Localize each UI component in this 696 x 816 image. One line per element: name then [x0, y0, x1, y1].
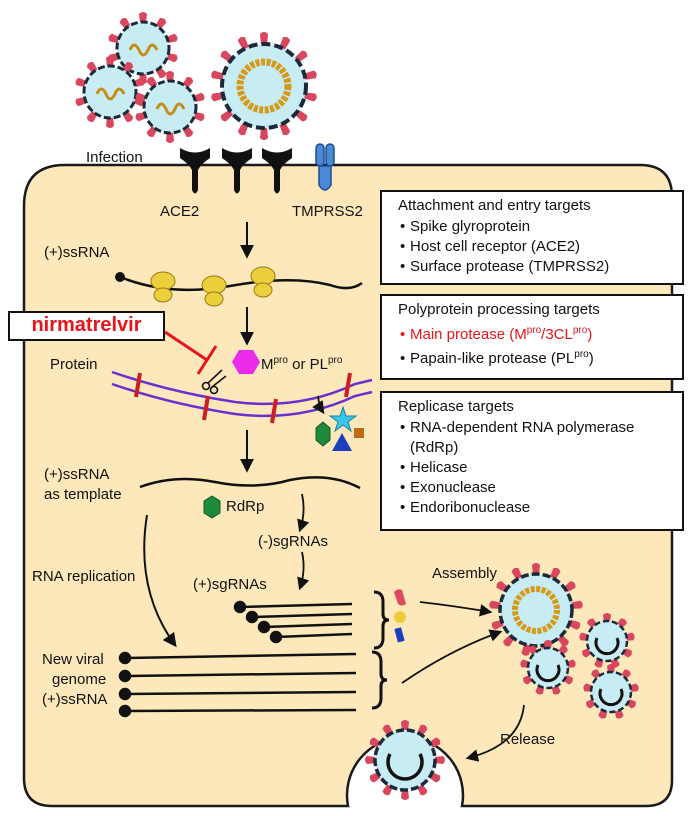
ribosome-2: [201, 275, 227, 307]
attachment-item: Host cell receptor (ACE2): [398, 237, 672, 257]
rdrp-label: RdRp: [226, 498, 264, 515]
ribosome-1: [150, 271, 176, 303]
protein-label: Protein: [50, 356, 98, 373]
new-genome-lines: [118, 651, 357, 718]
ssrna-top-label: (+)ssRNA: [44, 244, 109, 261]
nirmatrelvir-label: nirmatrelvir: [8, 311, 165, 341]
budding-virion-2: [520, 640, 576, 695]
replicase-item: RNA-dependent RNA polymerase (RdRp): [398, 418, 672, 458]
mpro-label: Mpro or PLpro: [261, 355, 343, 373]
template-rna: [139, 476, 361, 490]
inhibition-line: [164, 330, 208, 362]
ssrna-template-label-1: (+)ssRNA: [44, 466, 109, 483]
new-viral-label-2: genome: [52, 671, 106, 688]
replicase-item: Exonuclease: [398, 478, 672, 498]
rna-replication-label: RNA replication: [32, 568, 135, 585]
membrane-protein-piece: [394, 611, 406, 623]
spike-proteins: [579, 613, 635, 668]
released-virion: [365, 720, 445, 800]
virus-small-2: [75, 56, 145, 128]
neg-sgrna-arrow: [297, 493, 310, 533]
spike-protein-piece: [394, 589, 406, 606]
new-viral-label-3: (+)ssRNA: [42, 691, 107, 708]
scissors-icon: [201, 369, 227, 395]
assembly-arrow-2: [401, 629, 503, 684]
replicase-item: Helicase: [398, 458, 672, 478]
nsp-square: [354, 428, 364, 438]
papain-protease-item: Papain-like protease (PLpro): [398, 345, 672, 369]
budding-virion-3: [583, 664, 639, 719]
assembly-arrow-1: [419, 601, 493, 617]
main-protease-item: Main protease (Mpro/3CLpro): [398, 321, 672, 345]
ribosome-3: [250, 266, 276, 298]
replicase-item: Endoribonuclease: [398, 498, 672, 518]
mpro-hexagon: [232, 350, 260, 374]
cleavage-sites: [134, 372, 352, 424]
ssrna-template-label-2: as template: [44, 486, 122, 503]
ace2-label: ACE2: [160, 203, 199, 220]
pos-sgrnas-label: (+)sgRNAs: [193, 576, 267, 593]
release-arrow: [465, 704, 525, 762]
virus-small-3: [135, 71, 205, 143]
envelope-protein-piece: [394, 627, 405, 643]
sgrna-lines: [233, 600, 353, 644]
tmprss2-label: TMPRSS2: [292, 203, 363, 220]
rdrp-hexagon: [203, 495, 221, 519]
polyprotein-targets-box: Polyprotein processing targets Main prot…: [380, 294, 684, 380]
release-label: Release: [500, 731, 555, 748]
spike-proteins: [583, 664, 639, 719]
tmprss2-receptor: [315, 143, 335, 191]
polyprotein: [111, 370, 373, 418]
replicase-targets-box: Replicase targets RNA-dependent RNA poly…: [380, 391, 684, 531]
inhibition-bar: [196, 345, 218, 375]
rna-replication-arrow: [143, 514, 177, 648]
sgrna-brace: [373, 590, 390, 650]
pos-sgrna-arrow: [297, 551, 310, 591]
nsp-star: [328, 405, 358, 433]
polyprotein-title: Polyprotein processing targets: [398, 301, 600, 318]
attachment-item: Spike glyroprotein: [398, 217, 672, 237]
nsp-triangle: [332, 433, 352, 451]
attachment-title: Attachment and entry targets: [398, 197, 591, 214]
nsp-green-hexagon: [315, 421, 331, 447]
replicase-title: Replicase targets: [398, 398, 514, 415]
genome-brace: [371, 650, 388, 710]
budding-virion-1: [579, 613, 635, 668]
new-viral-label-1: New viral: [42, 651, 104, 668]
infection-label: Infection: [86, 149, 143, 166]
cleavage-products-arrow: [312, 395, 325, 415]
assembly-label: Assembly: [432, 565, 498, 582]
attachment-item: Surface protease (TMPRSS2): [398, 257, 672, 277]
attachment-targets-box: Attachment and entry targets Spike glyro…: [380, 190, 684, 285]
virus-large: [211, 32, 317, 140]
ace2-receptors: [180, 148, 292, 194]
neg-sgrnas-label: (-)sgRNAs: [258, 533, 328, 550]
